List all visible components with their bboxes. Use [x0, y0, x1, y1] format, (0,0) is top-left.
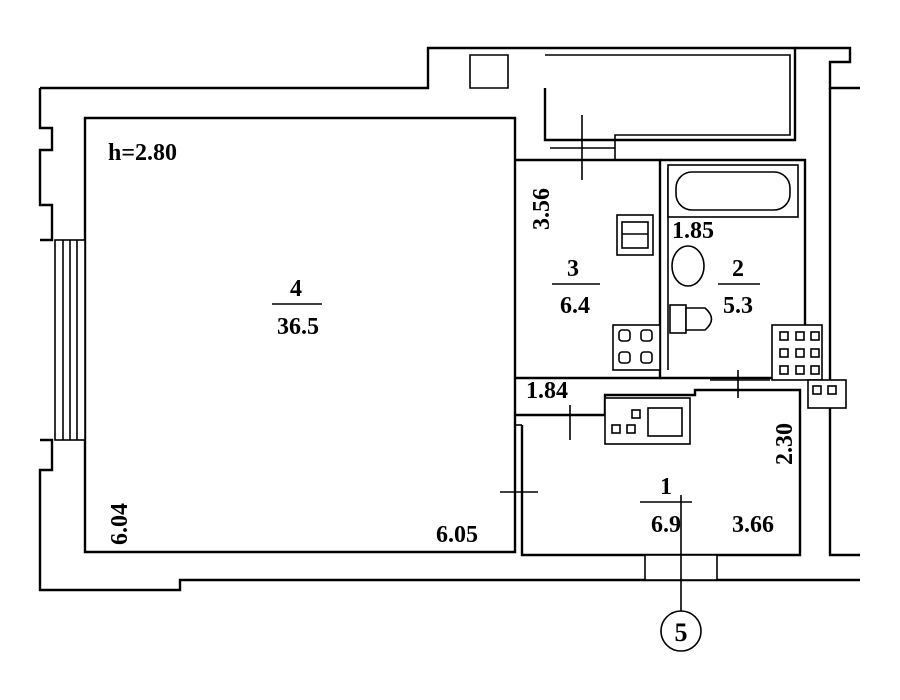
room-number: 2 [732, 256, 744, 282]
dimension-entry-depth: 2.30 [772, 423, 798, 465]
room-area: 6.4 [560, 293, 590, 319]
washbasin [671, 245, 705, 287]
dimension-hall-width: 1.84 [526, 378, 568, 404]
room-2-label: 2 5.3 [718, 256, 760, 319]
kitchen-sink [616, 214, 654, 256]
hall-cabinet [604, 397, 691, 445]
room-area: 36.5 [277, 314, 319, 340]
ventilation-shaft [771, 324, 847, 409]
room-number: 3 [567, 256, 579, 282]
dimension-living-width: 6.05 [436, 522, 478, 548]
dimension-bath-width: 1.85 [672, 218, 714, 244]
dimension-kitchen-depth: 3.56 [529, 188, 555, 230]
room-1-label: 1 6.9 [640, 474, 692, 538]
dimension-living-depth: 6.04 [107, 503, 133, 545]
axis-marker: 5 [660, 610, 702, 652]
stove [612, 324, 661, 371]
axis-marker-label: 5 [675, 618, 688, 647]
left-window [54, 239, 86, 441]
room-area: 6.9 [651, 512, 681, 538]
ceiling-height: h=2.80 [108, 140, 177, 166]
room-3-label: 3 6.4 [552, 256, 600, 319]
entrance-door [644, 495, 718, 612]
room-number: 4 [290, 276, 302, 302]
room-number: 1 [660, 474, 672, 500]
exterior-walls [38, 46, 860, 592]
room-area: 5.3 [723, 293, 753, 319]
toilet [669, 304, 713, 334]
room-4-label: 4 36.5 [272, 276, 322, 340]
bathtub [667, 164, 799, 218]
dimension-entry-width: 3.66 [732, 512, 774, 538]
